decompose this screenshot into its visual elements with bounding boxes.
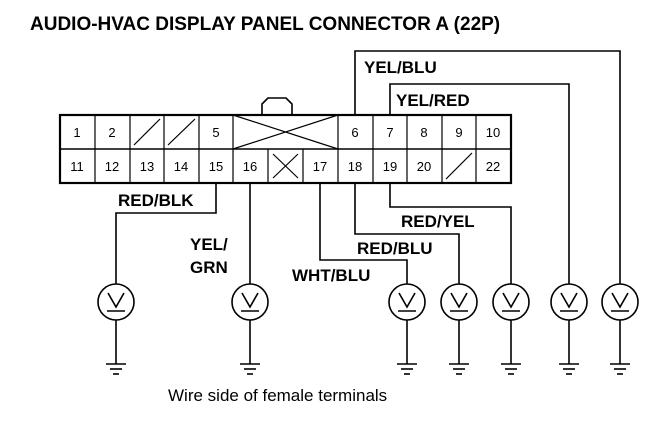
pin-label: 14 (174, 159, 188, 174)
pin-label: 5 (212, 125, 219, 140)
pin-label: 22 (486, 159, 500, 174)
wire-yel-red (389, 83, 570, 284)
pin-label: 19 (383, 159, 397, 174)
wire-label-yel-red: YEL/RED (396, 91, 470, 110)
voltmeter-circle (550, 283, 588, 321)
wire-label-yel-grn-line1: YEL/ (190, 235, 228, 254)
wire-wht-blu (319, 183, 408, 284)
connector-body (58, 113, 513, 185)
connector-latch (261, 97, 293, 115)
voltmeter-circle (492, 283, 530, 321)
pin-label: 7 (386, 125, 393, 140)
empty-cavity-21 (445, 152, 473, 180)
voltmeter-v-mark (611, 292, 629, 309)
wires (115, 50, 621, 284)
pin-label: 15 (209, 159, 223, 174)
voltmeter-v-mark (450, 292, 468, 309)
pin-label: 1 (73, 125, 80, 140)
pin-label: 16 (243, 159, 257, 174)
empty-cavity-4 (167, 118, 196, 146)
ground-icon (559, 363, 579, 375)
voltmeter-circle (97, 283, 135, 321)
wire-yel-blu (354, 50, 621, 284)
voltmeter-circle (231, 283, 269, 321)
voltmeter-v-mark (560, 292, 578, 309)
wire-label-red-yel: RED/YEL (401, 212, 475, 231)
voltmeter-icon (231, 283, 269, 375)
pin-numbers: 1 2 5 6 7 8 9 10 11 12 13 14 15 16 17 18… (70, 125, 500, 174)
blank-area-cross-b (232, 114, 339, 150)
voltmeter-v-mark (241, 292, 259, 309)
pin-label: 12 (105, 159, 119, 174)
wire-red-blk (115, 183, 217, 284)
ground-icon (610, 363, 630, 375)
voltmeter-icon (550, 283, 588, 375)
empty-cavity-3 (133, 118, 161, 146)
ground-icon (397, 363, 417, 375)
wire-red-blu (354, 183, 460, 284)
pin-label: 18 (348, 159, 362, 174)
voltmeter-circle (440, 283, 478, 321)
voltmeter-icon (440, 283, 478, 375)
wire-label-red-blk: RED/BLK (118, 191, 194, 210)
wire-label-yel-grn-line2: GRN (190, 258, 228, 277)
voltmeter-v-mark (107, 292, 125, 309)
ground-icon (449, 363, 469, 375)
ground-icon (106, 363, 126, 375)
pin-label: 2 (108, 125, 115, 140)
pin-label: 13 (140, 159, 154, 174)
pin-label: 20 (417, 159, 431, 174)
wire-label-red-blu: RED/BLU (357, 239, 433, 258)
pin-label: 10 (486, 125, 500, 140)
voltmeters (97, 283, 639, 375)
voltmeter-v-mark (398, 292, 416, 309)
ground-icon (240, 363, 260, 375)
voltmeter-icon (601, 283, 639, 375)
pin-label: 9 (455, 125, 462, 140)
pin-label: 17 (313, 159, 327, 174)
pin-label: 6 (351, 125, 358, 140)
voltmeter-icon (97, 283, 135, 375)
wire-label-wht-blu: WHT/BLU (292, 266, 370, 285)
wire-label-yel-blu: YEL/BLU (364, 58, 437, 77)
blank-cavity-cross-b (272, 153, 299, 179)
wire-labels: RED/BLK YEL/ GRN WHT/BLU RED/BLU RED/YEL… (118, 58, 475, 285)
wire-red-yel (389, 183, 512, 284)
pin-label: 8 (420, 125, 427, 140)
voltmeter-circle (601, 283, 639, 321)
voltmeter-circle (388, 283, 426, 321)
ground-icon (501, 363, 521, 375)
voltmeter-v-mark (502, 292, 520, 309)
diagram-title: AUDIO-HVAC DISPLAY PANEL CONNECTOR A (22… (30, 14, 500, 35)
pin-label: 11 (70, 159, 84, 174)
diagram-caption: Wire side of female terminals (168, 386, 387, 405)
voltmeter-icon (388, 283, 426, 375)
voltmeter-icon (492, 283, 530, 375)
